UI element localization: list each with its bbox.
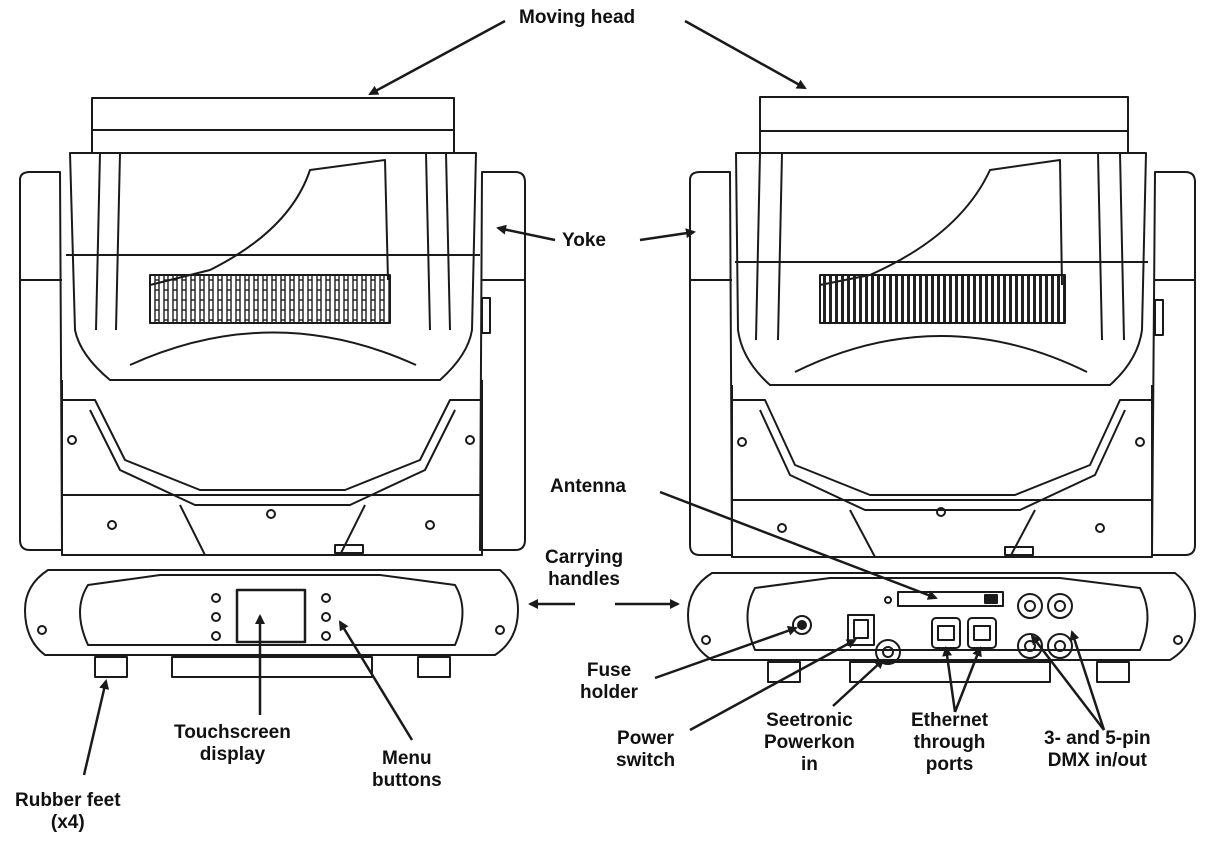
antenna — [897, 591, 1004, 607]
label-dmx: 3- and 5-pin DMX in/out — [1044, 728, 1151, 772]
yoke-left-arm — [19, 171, 63, 551]
powerkon-connector — [875, 639, 901, 665]
arrow-yoke-right — [639, 228, 696, 242]
label-power-switch-line2: switch — [616, 750, 676, 771]
label-ethernet-line2: through — [913, 732, 986, 753]
label-antenna-text: Antenna — [550, 476, 626, 497]
arrow-menu-buttons — [338, 620, 414, 741]
dmx-port-4 — [1047, 633, 1073, 659]
label-menu-buttons-line1: Menu — [382, 748, 432, 769]
label-seetronic-line3: in — [800, 754, 818, 775]
label-yoke: Yoke — [562, 230, 606, 252]
leader-arrows — [82, 19, 1106, 776]
arrow-yoke-left — [496, 224, 556, 242]
label-seetronic-line1: Seetronic — [766, 710, 853, 731]
ethernet-port-2 — [967, 617, 997, 649]
label-power-switch-line1: Power — [617, 728, 675, 749]
arrow-fuse-holder — [654, 625, 798, 680]
label-fuse-holder-line1: Fuse — [586, 660, 632, 681]
fuse-holder-connector — [792, 615, 812, 635]
label-ethernet-line3: ports — [925, 754, 974, 775]
rear-view-fixture — [687, 96, 1196, 683]
dmx-port-2 — [1047, 593, 1073, 619]
label-moving-head-text: Moving head — [519, 7, 636, 28]
base-rear — [687, 572, 1196, 661]
label-ethernet: Ethernet through ports — [911, 710, 988, 776]
label-seetronic-line2: Powerkon — [764, 732, 855, 753]
label-power-switch: Power switch — [616, 728, 675, 772]
touchscreen-display — [235, 588, 307, 644]
power-switch-part — [847, 614, 875, 646]
label-ethernet-line1: Ethernet — [911, 710, 989, 731]
label-touchscreen-line2: display — [199, 744, 266, 765]
arrow-moving-head-left — [368, 19, 506, 96]
label-dmx-line2: DMX in/out — [1047, 750, 1147, 771]
base-front — [24, 569, 519, 656]
label-rubber-feet-line1: Rubber feet — [15, 790, 121, 811]
dmx-port-3 — [1017, 633, 1043, 659]
heatsink-fins — [149, 274, 391, 324]
arrow-powerkon — [832, 658, 885, 707]
arrow-moving-head-right — [684, 19, 807, 90]
yoke-lower-body — [61, 380, 483, 556]
label-fuse-holder: Fuse holder — [580, 660, 638, 704]
label-moving-head: Moving head — [519, 7, 635, 29]
label-fuse-holder-line2: holder — [580, 682, 639, 703]
label-rubber-feet-line2: (x4) — [50, 812, 85, 833]
label-yoke-text: Yoke — [562, 230, 607, 251]
arrow-ethernet-2 — [953, 646, 982, 713]
front-view-fixture — [19, 97, 526, 678]
arrow-dmx-2 — [1069, 630, 1106, 731]
arrow-antenna — [659, 490, 938, 600]
label-carrying-handles-line2: handles — [548, 569, 620, 590]
arrow-dmx-1 — [1030, 634, 1105, 731]
label-touchscreen: Touchscreen display — [174, 722, 291, 766]
label-seetronic: Seetronic Powerkon in — [764, 710, 855, 776]
arrow-ethernet-1 — [942, 646, 957, 713]
ethernet-port-1 — [931, 617, 961, 649]
label-touchscreen-line1: Touchscreen — [174, 722, 291, 743]
label-menu-buttons-line2: buttons — [372, 770, 442, 791]
yoke-right-arm — [479, 171, 526, 551]
label-menu-buttons: Menu buttons — [372, 748, 442, 792]
label-rubber-feet: Rubber feet (x4) — [15, 790, 121, 834]
label-antenna: Antenna — [550, 476, 626, 498]
label-dmx-line1: 3- and 5-pin — [1044, 728, 1151, 749]
dmx-port-1 — [1017, 593, 1043, 619]
moving-head-top-rear — [759, 96, 1129, 132]
label-carrying-handles: Carrying handles — [545, 547, 623, 591]
moving-head-body — [69, 152, 477, 381]
moving-head-top — [91, 97, 455, 131]
arrow-rubber-feet — [82, 679, 110, 776]
arrow-power-switch — [689, 638, 857, 732]
heatsink-fins-rear — [819, 274, 1066, 324]
label-carrying-handles-line1: Carrying — [545, 547, 624, 568]
